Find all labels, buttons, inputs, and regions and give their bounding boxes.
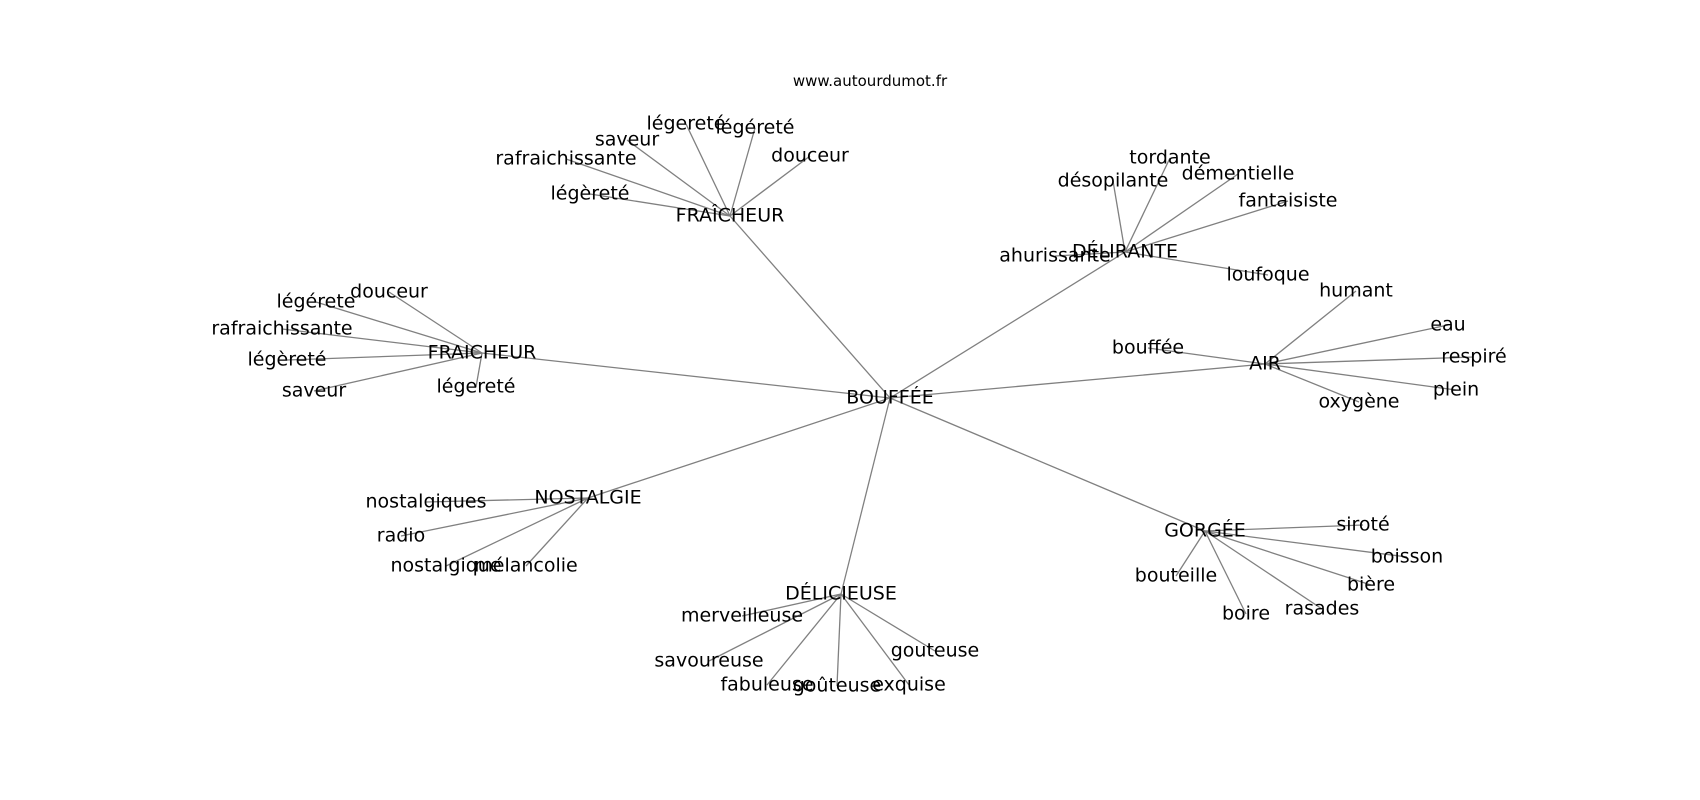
edge-hub-to-word [400,497,589,537]
edge-hub-to-word [388,291,483,354]
edge-hub-to-word [1264,290,1357,365]
edge-hub-to-word [1204,530,1323,610]
word-node: radio [377,525,425,547]
word-node: goûteuse [793,675,882,697]
word-node: siroté [1336,514,1389,536]
edge-hub-to-word [313,352,483,392]
hub-node: NOSTALGIE [534,487,641,509]
word-node: plein [1433,379,1479,401]
hub-node: GORGÉE [1164,519,1246,542]
edge-hub-to-word [1054,251,1126,257]
edge-hub-to-word [741,593,842,617]
word-node: saveur [282,380,347,402]
edge-hub-to-word [1264,324,1449,365]
word-node: savoureuse [654,650,763,672]
word-node: boisson [1371,546,1443,568]
edge-hub-to-word [1112,180,1126,253]
edge-root-to-hub [889,251,1126,399]
edge-hub-to-word [729,155,811,217]
word-node: nostalgique [390,555,501,577]
edge-root-to-hub [729,215,891,399]
word-node: rafraichissante [495,148,636,170]
word-node: douceur [350,281,428,303]
word-node: légèreté [551,183,630,205]
edge-hub-to-word [1147,347,1266,365]
word-node: démentielle [1182,163,1295,185]
word-node: oxygène [1318,391,1399,413]
word-node: tordante [1129,147,1210,169]
edge-hub-to-word [589,193,731,217]
edge-hub-to-word [1124,173,1239,253]
word-node: saveur [595,129,660,151]
edge-hub-to-word [1204,530,1247,615]
edge-hub-to-word [729,127,756,217]
word-node: bouffée [1112,337,1184,359]
edge-hub-to-word [840,593,910,686]
word-node: légereté [647,113,726,135]
word-node: légérete [277,291,356,313]
hub-node: FRAÎCHEUR [676,204,785,227]
word-node: exquise [872,674,946,696]
word-node: rasades [1285,598,1360,620]
source-label: www.autourdumot.fr [792,72,948,90]
root-node: BOUFFÉE [846,386,933,409]
edge-hub-to-word [1264,356,1475,365]
edge-hub-to-word [840,593,936,652]
word-node: fabuleuse [720,674,813,696]
word-node: loufoque [1226,264,1309,286]
hub-node: DÉLICIEUSE [785,582,897,605]
edge-root-to-hub [587,397,891,499]
edge-hub-to-word [565,158,731,217]
word-node: douceur [771,145,849,167]
edge-root-to-hub [889,397,1206,532]
edge-hub-to-word [1124,200,1289,253]
edge-hub-to-word [1175,530,1206,577]
word-node: légéreté [716,117,795,139]
edge-hub-to-word [286,352,483,361]
word-node: bouteille [1135,565,1217,587]
edge-hub-to-word [1124,157,1171,253]
word-node: bière [1347,574,1395,596]
word-node: boire [1222,603,1270,625]
edge-hub-to-word [685,123,731,217]
word-node: fantaisiste [1239,190,1338,212]
edge-hub-to-word [1204,524,1364,532]
hub-node: AIR [1249,353,1281,375]
edge-hub-to-word [281,328,483,354]
edge-hub-to-word [626,139,731,217]
graph-labels: BOUFFÉEFRAÎCHEURlégèretérafraichissantes… [211,113,1506,697]
edge-root-to-hub [840,397,891,595]
edge-hub-to-word [1204,530,1408,558]
edge-hub-to-word [1264,363,1457,391]
word-node: rafraichissante [211,318,352,340]
hub-node: FRAICHEUR [428,342,537,364]
word-node: mélancolie [474,555,577,577]
edge-root-to-hub [481,352,891,399]
edge-hub-to-word [766,593,842,686]
edge-hub-to-word [425,497,589,503]
edge-hub-to-word [525,497,589,567]
word-node: eau [1430,314,1465,336]
edge-hub-to-word [1124,251,1269,276]
edge-root-to-hub [889,363,1266,399]
word-node: légèreté [248,349,327,371]
word-node: humant [1319,280,1393,302]
word-node: respiré [1441,346,1506,368]
edge-hub-to-word [708,593,842,662]
graph-edges [281,123,1475,687]
edge-hub-to-word [315,301,483,354]
word-node: désopilante [1058,170,1169,192]
word-node: ahurissante [999,245,1110,267]
word-node: merveilleuse [681,605,803,627]
word-node: légereté [437,376,516,398]
edge-hub-to-word [836,593,842,687]
edge-hub-to-word [1264,363,1360,403]
edge-hub-to-word [1204,530,1372,586]
word-node: gouteuse [891,640,980,662]
edge-hub-to-word [445,497,589,567]
edge-hub-to-word [475,352,483,388]
word-node: nostalgiques [366,491,487,513]
hub-node: DÉLIRANTE [1072,240,1178,263]
